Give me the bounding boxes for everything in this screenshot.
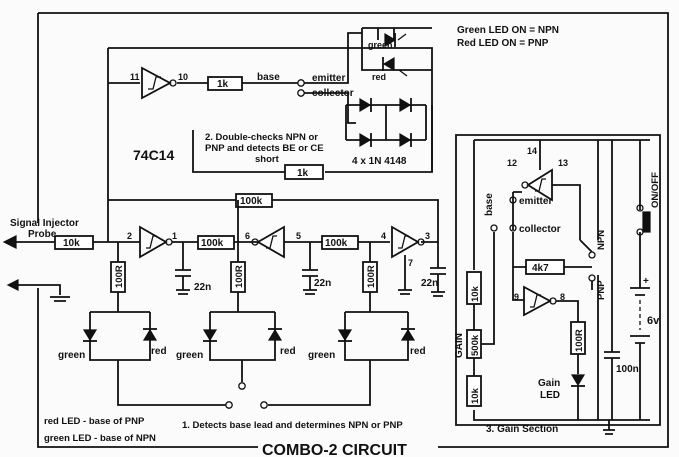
gain-led [570,374,586,387]
schmitt-inverter-2-1 [139,225,168,259]
note-red-base: red LED - base of PNP [44,416,145,427]
on-off-label: ON/OFF [650,172,661,208]
pin-3: 3 [425,231,430,241]
c100n-label: 100n [616,364,639,375]
red-led-label: red [372,72,386,82]
pin-9: 9 [514,292,519,302]
labels: Green LED ON = NPN Red LED ON = PNP gree… [10,25,661,457]
npn-label: NPN [596,230,607,250]
r10k-probe-label: 10k [63,238,80,249]
r100k-feedback-label: 100k [240,196,263,207]
r1k-bottom-label: 1k [297,168,309,179]
circuit-title: COMBO-2 CIRCUIT [262,442,407,457]
led3-red-label: red [410,346,426,357]
pin-1: 1 [172,231,177,241]
npn-pnp-doublecheck-circuit [107,27,433,200]
battery-label: 6v [647,315,660,327]
green-led-label: green [368,40,393,50]
resistor-1k-bottom [284,164,324,180]
top-collector-label: collector [312,88,354,99]
c22n-2-label: 22n [314,278,331,289]
r10k-upper-label: 10k [470,285,481,302]
r10k-lower-label: 10k [470,387,481,404]
note-double-check-3: short [255,154,280,165]
diode-label: 4 x 1N 4148 [352,156,407,167]
note-double-check-1: 2. Double-checks NPN or [205,132,318,143]
r100k-2-label: 100k [325,238,348,249]
c22n-3-label: 22n [421,278,438,289]
gain-section-label: 3. Gain Section [486,424,558,435]
led3-green-label: green [308,350,335,361]
schmitt-inverter-4-3 [391,225,420,259]
signal-injector-chain [2,193,446,409]
green-led-top [384,32,397,48]
diode-bridge-2 [399,97,412,113]
gain-led-label-2: LED [540,390,560,401]
pin-12: 12 [507,158,517,168]
gain-section [455,134,661,435]
pin-2: 2 [127,231,132,241]
pnp-label: PNP [596,280,607,300]
probe-arrow [2,235,17,249]
pin-6: 6 [245,231,250,241]
r100k-1-label: 100k [201,238,224,249]
schmitt-inverter-9-8 [523,285,552,317]
r100r-gain-label: 100R [574,329,585,352]
pin-13: 13 [558,158,568,168]
pin-4: 4 [381,231,386,241]
resistor-100r-1 [110,261,126,293]
led2-red-label: red [280,346,296,357]
probe-label-2: Probe [28,229,57,240]
legend-npn: Green LED ON = NPN [457,25,559,36]
gain-base-label: base [484,193,495,216]
r100r-2-label: 100R [234,265,245,288]
led1-red-label: red [151,346,167,357]
led1-green-label: green [58,350,85,361]
note-green-base: green LED - base of NPN [44,433,156,444]
c22n-1-label: 22n [194,282,211,293]
on-off-switch [642,211,651,233]
pin-8: 8 [560,292,565,302]
schmitt-inverter-11-10 [141,66,172,100]
led-pair-1 [82,328,158,342]
diode-bridge-4 [399,132,412,148]
probe-label-1: Signal Injector [10,218,79,229]
led-pair-3 [337,328,416,342]
led2-green-label: green [176,350,203,361]
resistor-4k7 [525,259,565,275]
gain-collector-label: collector [519,224,561,235]
r1k-top-label: 1k [217,79,229,90]
top-emitter-label: emitter [312,73,345,84]
pin-7: 7 [408,258,413,268]
outer-frame [37,12,669,448]
led-pair-2 [202,328,283,342]
diode-bridge-3 [359,132,372,148]
gain-pot-label: GAIN [454,333,465,358]
note-double-check-2: PNP and detects BE or CE [205,143,324,154]
resistor-100r-3 [362,261,378,293]
r100r-1-label: 100R [114,265,125,288]
red-led-top [382,56,395,72]
resistor-100r-2 [230,261,246,293]
pin-10: 10 [178,72,188,82]
gain-emitter-label: emitter [519,196,552,207]
note-detects: 1. Detects base lead and determines NPN … [182,420,403,431]
legend-pnp: Red LED ON = PNP [457,38,549,49]
gain-led-label-1: Gain [538,378,560,389]
diode-bridge-1 [359,97,372,113]
battery-plus: + [643,276,649,287]
pin-14: 14 [527,146,537,156]
pin-5: 5 [296,231,301,241]
r4k7-label: 4k7 [532,263,549,274]
r100r-3-label: 100R [366,265,377,288]
ground-probe [16,284,70,302]
resistor-100k-feedback [235,193,273,208]
pin-11: 11 [130,72,140,82]
r500k-label: 500k [470,334,481,356]
chip-label: 74C14 [133,147,174,163]
top-base-label: base [257,72,280,83]
